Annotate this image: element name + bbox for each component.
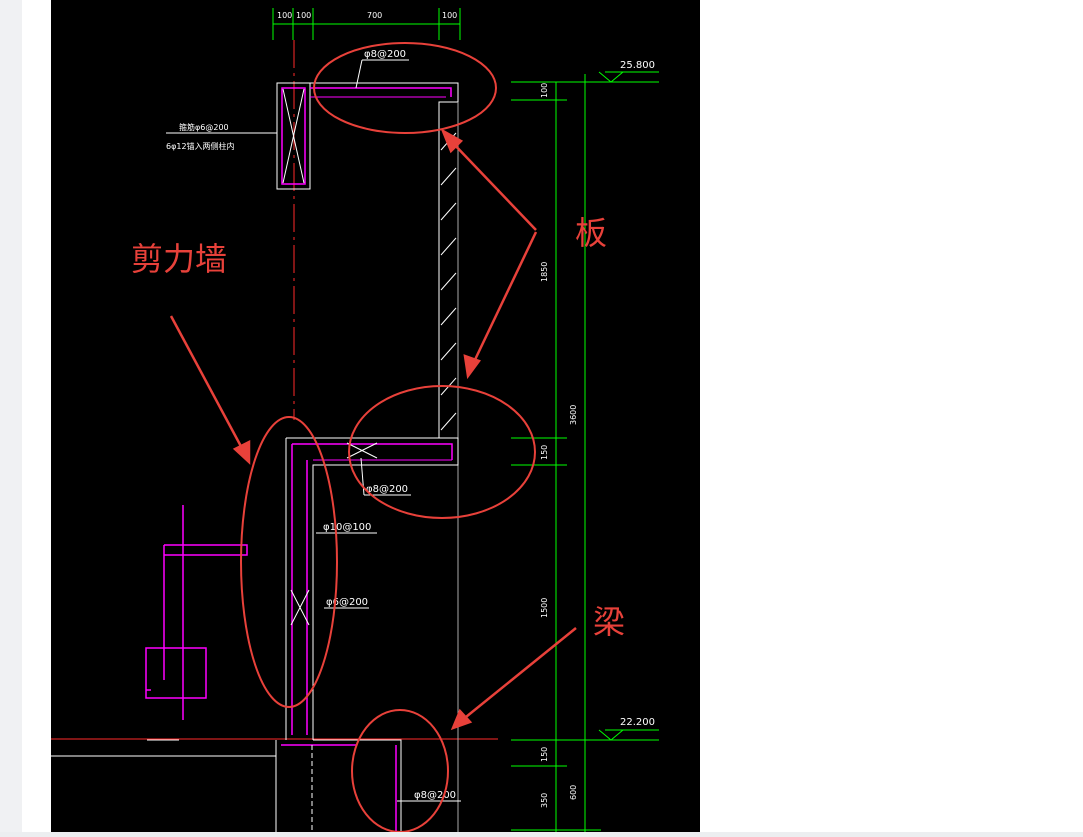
dim-top-4: 100 [442, 11, 457, 20]
section-drawing-svg: 100 100 700 100 [51, 8, 659, 832]
bottom-rule [0, 832, 1083, 837]
level-bottom: 22.200 [620, 717, 655, 728]
dim-top-3: 700 [367, 11, 382, 20]
slab-annotation-label: 板 [575, 214, 607, 252]
slab-rebar-top: φ8@200 [364, 49, 406, 60]
wall-rebar-2: φ6@200 [326, 597, 368, 608]
beam-annotation-label: 梁 [593, 603, 625, 641]
dim-right-1500: 1500 [540, 598, 549, 618]
right-dimension-chain [511, 71, 659, 832]
cad-drawing: 100 100 700 100 [51, 0, 700, 832]
hatched-slab-strip [438, 102, 459, 832]
dim-right-1850: 1850 [540, 262, 549, 282]
dim-total: 3600 [569, 405, 578, 425]
dim-right-150a: 150 [540, 445, 549, 460]
level-top: 25.800 [620, 60, 655, 71]
column-note-2: 6φ12锚入两侧柱内 [166, 141, 235, 151]
lower-beam [275, 739, 402, 832]
upper-column [276, 82, 311, 190]
slab-rebar-mid: φ8@200 [366, 484, 408, 495]
dim-right-100: 100 [540, 83, 549, 98]
middle-slab-wall [285, 437, 459, 740]
dim-top-1: 100 [277, 11, 292, 20]
dim-bottom-right: 600 [569, 785, 578, 800]
annotation-arrows [169, 128, 577, 731]
top-slab [310, 82, 459, 420]
dim-top-2: 100 [296, 11, 311, 20]
top-dimension-chain [272, 8, 461, 40]
wall-annotation-label: 剪力墙 [131, 240, 227, 278]
page-gutter [0, 0, 22, 837]
wall-rebar-1: φ10@100 [323, 522, 371, 533]
dim-right-350: 350 [540, 793, 549, 808]
dim-right-150b: 150 [540, 747, 549, 762]
beam-rebar: φ8@200 [414, 790, 456, 801]
column-note-1: 箍筋φ6@200 [179, 122, 229, 132]
magenta-detail [145, 505, 248, 720]
annotation-ellipses [240, 42, 536, 832]
